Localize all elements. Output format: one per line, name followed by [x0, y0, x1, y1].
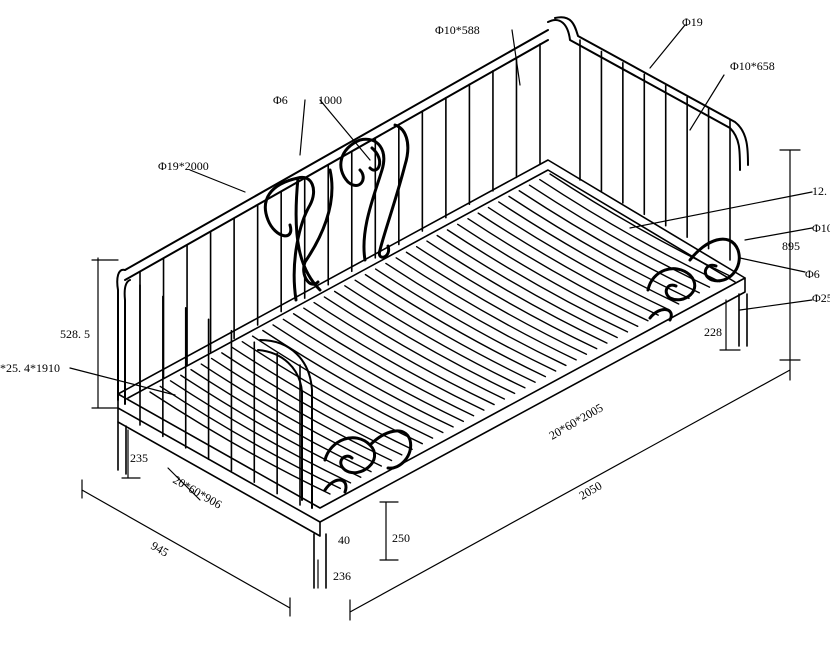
label-895: 895: [782, 239, 800, 253]
slat: [446, 229, 629, 333]
slat: [190, 368, 372, 473]
slat: [487, 206, 670, 311]
slat: [415, 245, 598, 350]
label-228: 228: [704, 325, 722, 339]
heart-scroll-panel: [263, 123, 410, 302]
slat: [426, 240, 608, 344]
slat: [323, 296, 506, 400]
slat: [436, 234, 618, 339]
label-12: 12.: [812, 184, 827, 198]
slat: [508, 195, 690, 300]
label-phi10-658: Φ10*658: [730, 59, 775, 73]
label-2050: 2050: [577, 478, 605, 502]
label-long-slat: 20*60*2005: [547, 400, 606, 442]
slat: [251, 335, 434, 439]
dimension-lines: [69, 24, 813, 621]
slat: [169, 380, 352, 484]
label-250: 250: [392, 531, 410, 545]
label-phi25: Φ25: [812, 291, 830, 305]
slat: [374, 268, 557, 372]
label-phi6: Φ6: [805, 267, 820, 281]
slat: [518, 190, 700, 294]
slat: [272, 324, 454, 428]
slat: [303, 307, 485, 411]
label-235: 235: [130, 451, 148, 465]
left-end-scroll: [323, 429, 413, 494]
label-phi19-2000: Φ19*2000: [158, 159, 209, 173]
slat: [149, 391, 331, 495]
slat: [385, 262, 567, 367]
slat: [539, 178, 721, 283]
slat: [364, 273, 547, 378]
slat: [282, 318, 465, 423]
left-end-posts: [139, 284, 301, 506]
right-end-posts: [579, 39, 731, 261]
slat: [180, 374, 362, 478]
slat: [405, 251, 588, 355]
slat: [477, 212, 659, 316]
label-phi19-post: Φ19: [682, 15, 703, 29]
slat: [292, 313, 475, 417]
slat: [528, 184, 711, 288]
slat: [395, 257, 577, 361]
right-end-scroll: [646, 237, 741, 322]
label-945: 945: [149, 538, 172, 559]
label-1910: *25. 4*1910: [0, 361, 60, 375]
slat: [467, 218, 649, 322]
slat: [159, 385, 341, 490]
slat: [498, 201, 680, 305]
label-phi10: Φ10: [812, 221, 830, 235]
label-phi6-decor: Φ6: [273, 93, 288, 107]
slat: [333, 290, 516, 395]
slat: [200, 363, 382, 467]
label-phi10-588: Φ10*588: [435, 23, 480, 37]
front-end-frame: [257, 339, 313, 509]
slat: [241, 340, 424, 445]
label-1000: 1000: [318, 93, 342, 107]
slat: [344, 285, 526, 389]
slat: [313, 301, 495, 406]
slat: [262, 329, 444, 434]
label-short-slat: 20*60*906: [171, 472, 225, 511]
label-528: 528. 5: [60, 327, 90, 341]
label-40: 40: [338, 533, 350, 547]
slat: [456, 223, 639, 328]
back-frame: [116, 16, 749, 405]
label-236: 236: [333, 569, 351, 583]
slats: [149, 173, 731, 495]
slat: [354, 279, 536, 383]
